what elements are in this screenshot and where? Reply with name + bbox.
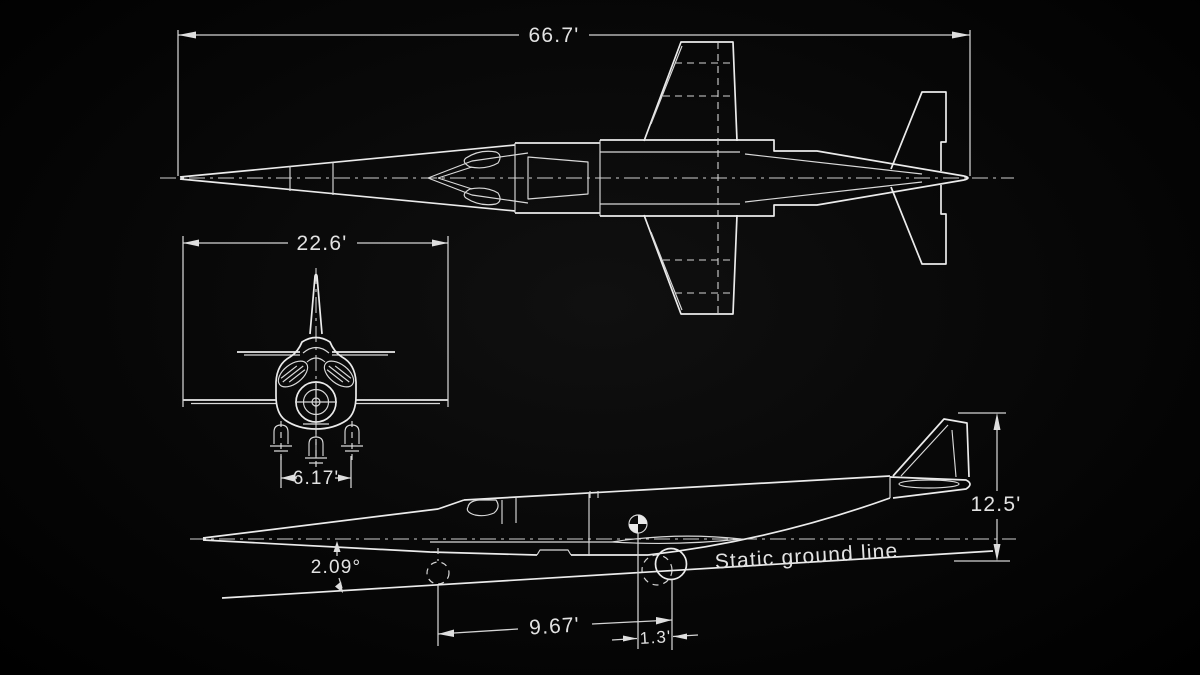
nose-to-main-gear-label: 9.67' <box>529 613 581 639</box>
front-main-gear-left <box>270 421 292 462</box>
dim-nose-to-main-gear: 9.67' <box>437 580 673 650</box>
front-fuselage-outline <box>275 336 357 430</box>
plan-wing-left <box>643 41 738 142</box>
plan-stabilizer-left <box>890 91 947 171</box>
main-gear-to-cg-label: 1.3' <box>639 627 672 648</box>
ground-angle-annotation: 2.09° <box>311 541 362 593</box>
side-nose-wheel <box>426 548 450 585</box>
plan-fuselage-outline <box>179 139 969 217</box>
front-view <box>183 268 448 474</box>
dim-wingspan: 22.6' <box>182 232 449 407</box>
side-view: Static ground line 2.09° <box>190 418 1016 599</box>
dim-overall-height: 12.5' <box>954 412 1022 562</box>
static-ground-line <box>221 550 994 599</box>
side-wing-airfoil <box>430 535 742 545</box>
dim-main-gear-to-cg: 1.3' <box>611 533 699 649</box>
wingspan-label: 22.6' <box>297 232 348 255</box>
front-wing <box>183 399 448 405</box>
overall-height-label: 12.5' <box>971 493 1022 516</box>
ground-angle-label: 2.09° <box>311 557 362 578</box>
overall-length-label: 66.7' <box>529 24 580 47</box>
side-canopy <box>466 498 517 524</box>
side-main-wheel <box>641 547 688 586</box>
plan-canopy <box>427 150 589 206</box>
front-fin <box>309 273 323 335</box>
dim-wheel-track: 6.17' <box>280 456 352 489</box>
front-engine-face <box>295 381 337 423</box>
static-ground-line-label: Static ground line <box>714 539 899 573</box>
wheel-track-label: 6.17' <box>293 468 340 489</box>
front-main-gear-right <box>341 421 363 462</box>
intake-left <box>277 360 309 388</box>
front-stabilizer <box>237 351 395 356</box>
dim-overall-length: 66.7' <box>177 24 971 176</box>
center-of-gravity-symbol <box>628 514 648 534</box>
side-stabilizer <box>889 476 971 499</box>
intake-right <box>323 360 355 388</box>
top-view <box>160 41 1014 315</box>
plan-stabilizer-right <box>890 185 947 265</box>
side-fuselage-outline <box>202 475 891 556</box>
front-nose-gear <box>305 428 327 472</box>
side-fin <box>889 418 970 498</box>
plan-wing-right <box>643 214 738 315</box>
front-canopy-frames <box>302 346 330 363</box>
